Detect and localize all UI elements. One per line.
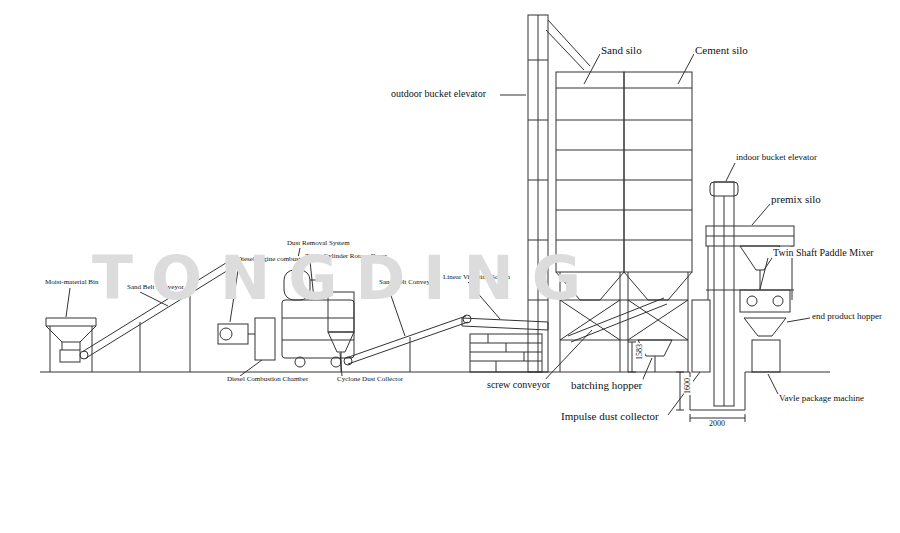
part-label: Moist-material Bin xyxy=(44,279,99,287)
part-label: Cement silo xyxy=(694,44,749,56)
part-label: end product hopper xyxy=(811,312,883,322)
dimension-number: 1600 xyxy=(684,377,693,395)
part-label: Impulse dust collector xyxy=(560,410,660,422)
part-label: Twin Shaft Paddle Mixer xyxy=(772,247,875,258)
dimension-number: 1583 xyxy=(636,343,645,361)
part-label: Dust Removal System xyxy=(286,240,351,248)
dimension-number: 2000 xyxy=(708,420,726,429)
part-label: screw conveyor xyxy=(486,379,551,390)
part-label: Diesel Combustion Chamber xyxy=(226,376,309,384)
part-label: outdoor bucket elevator xyxy=(390,88,487,99)
watermark: TONGDING xyxy=(92,248,599,308)
part-label: indoor bucket elevator xyxy=(735,153,818,163)
part-label: Vavle package machine xyxy=(778,394,865,404)
part-label: Sand silo xyxy=(600,44,643,56)
part-label: premix silo xyxy=(770,193,822,205)
part-label: batching hopper xyxy=(570,379,643,391)
part-label: Cyclone Dust Collector xyxy=(336,376,404,384)
